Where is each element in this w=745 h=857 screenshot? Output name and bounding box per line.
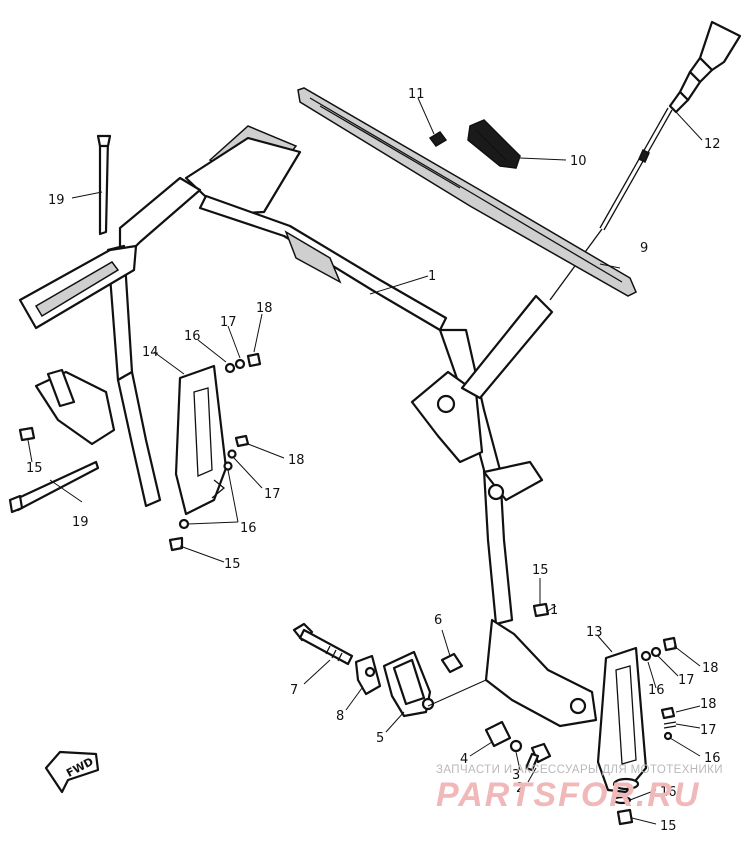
callout-1-lower: 1	[550, 603, 558, 618]
callout-16-right-mid: 16	[704, 751, 721, 766]
bolt-part-7	[292, 622, 354, 666]
clip-part-11	[428, 131, 448, 147]
callout-10: 10	[570, 154, 587, 169]
callout-8: 8	[336, 709, 344, 724]
left-step-bracket	[18, 244, 138, 446]
callout-16-right-upper: 16	[648, 683, 665, 698]
step-plate-part-14	[174, 364, 228, 516]
watermark-caption: ЗАПЧАСТИ И АКСЕССУАРЫ ДЛЯ МОТОТЕХНИКИ	[436, 764, 723, 776]
leader-lines	[27, 97, 703, 825]
watermark: ЗАПЧАСТИ И АКСЕССУАРЫ ДЛЯ МОТОТЕХНИКИ PA…	[436, 764, 723, 814]
callout-15-bottom: 15	[660, 819, 677, 834]
callout-5: 5	[376, 731, 384, 746]
callout-18-left-lower: 18	[288, 453, 305, 468]
callout-18-right-upper: 18	[702, 661, 719, 676]
tie-strap-part-19-lower	[8, 460, 100, 514]
callout-19-lower: 19	[72, 515, 89, 530]
callout-15-right: 15	[532, 563, 549, 578]
bolt-part-2	[524, 742, 552, 772]
callout-9: 9	[640, 241, 648, 256]
callout-15-left: 15	[26, 461, 43, 476]
callout-19-upper: 19	[48, 193, 65, 208]
cable-guide-bar-part-9	[297, 87, 637, 297]
callout-17-left-upper: 17	[220, 315, 237, 330]
spacer-part-6	[440, 652, 464, 674]
callout-7: 7	[290, 683, 298, 698]
callout-13: 13	[586, 625, 603, 640]
callout-12: 12	[704, 137, 721, 152]
callout-17-left-lower: 17	[264, 487, 281, 502]
washer-part-3	[509, 739, 523, 753]
forward-direction-arrow: FWD	[44, 750, 100, 794]
tie-strap-part-19-upper	[96, 134, 112, 236]
watermark-brand: PARTSFOR.RU	[436, 776, 700, 814]
callout-16-left-lower: 16	[240, 521, 257, 536]
callout-16-right-lower: 16	[660, 785, 677, 800]
callout-18-left-upper: 18	[256, 301, 273, 316]
callout-3: 3	[512, 768, 520, 783]
callout-14: 14	[142, 345, 159, 360]
callout-2: 2	[516, 781, 524, 796]
callout-18-right-lower: 18	[700, 697, 717, 712]
callout-labels: 1 1 2 3 4 5 6 7 8 9 10 11 12 13 14 15 15…	[26, 87, 721, 834]
bracket-part-5	[382, 650, 435, 718]
callout-17-right-lower: 17	[700, 723, 717, 738]
callout-11: 11	[408, 87, 425, 102]
clamp-part-10	[467, 119, 521, 169]
callout-17-right-upper: 17	[678, 673, 695, 688]
callout-16-left-upper: 16	[184, 329, 201, 344]
callout-6: 6	[434, 613, 442, 628]
callout-1: 1	[428, 269, 436, 284]
fasteners	[18, 352, 678, 826]
callout-15-mid: 15	[224, 557, 241, 572]
main-frame-part-1	[106, 125, 598, 728]
step-plate-part-13	[596, 646, 648, 794]
washer-plate-part-8	[354, 654, 382, 696]
callout-4: 4	[460, 752, 468, 767]
plate-part-4	[484, 720, 512, 748]
